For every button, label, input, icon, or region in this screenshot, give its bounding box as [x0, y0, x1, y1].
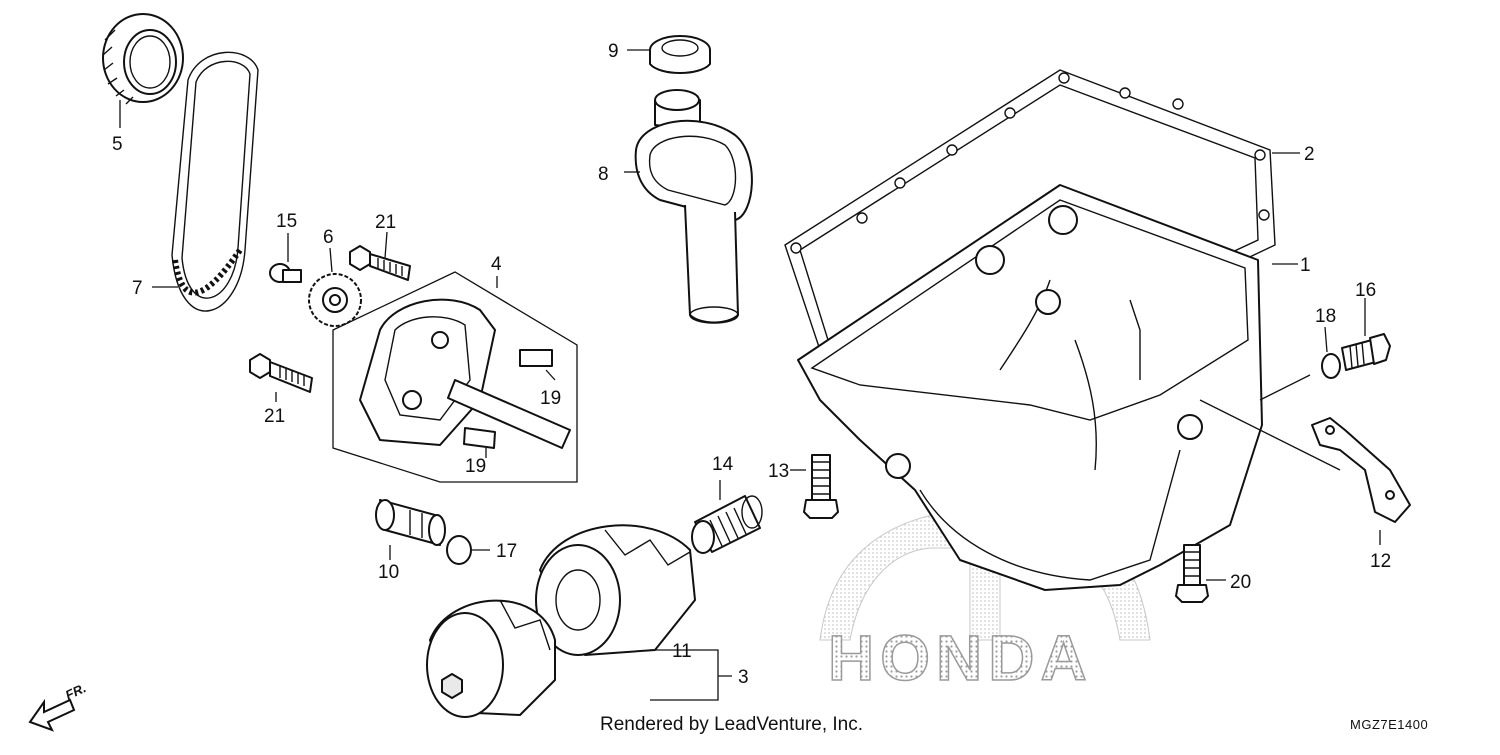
callout-9: 9: [608, 41, 619, 62]
part-12-bracket: [1311, 417, 1411, 523]
callouts: 1 2 3 4 5 6 7 8 9 10 11 12 13 14 15 16 1…: [112, 41, 1391, 688]
callout-8: 8: [598, 164, 609, 185]
part-21-bolt-upper: [349, 245, 411, 281]
part-6-gear: [308, 273, 362, 327]
part-13-bolt: [803, 454, 839, 519]
part-16-drain-bolt: [1341, 333, 1391, 371]
callout-11: 11: [672, 641, 692, 662]
part-1-oil-pan: [797, 184, 1263, 591]
part-21-bolt-lower: [249, 353, 313, 393]
callout-16: 16: [1355, 280, 1376, 301]
callout-4: 4: [491, 254, 502, 275]
callout-14: 14: [712, 454, 734, 475]
callout-21-lower: 21: [264, 406, 285, 427]
callout-7: 7: [132, 278, 143, 299]
part-7-chain: [171, 51, 259, 312]
part-10-relief-valve: [375, 499, 446, 546]
part-3-oil-filter: [426, 599, 556, 718]
diagram-code: MGZ7E1400: [1350, 717, 1428, 732]
callout-10: 10: [378, 562, 399, 583]
callout-18: 18: [1315, 306, 1336, 327]
part-5-sprocket: [102, 13, 184, 105]
part-9-seal: [649, 35, 711, 74]
callout-21-upper: 21: [375, 212, 396, 233]
part-8-strainer: [634, 89, 753, 324]
part-11-oil-filter-element: [535, 524, 696, 656]
callout-19-lower: 19: [465, 456, 486, 477]
callout-3: 3: [738, 667, 749, 688]
callout-5: 5: [112, 134, 123, 155]
honda-wordmark: HONDA: [828, 622, 1093, 694]
callout-1: 1: [1300, 255, 1311, 276]
rendered-by-credit: Rendered by LeadVenture, Inc.: [600, 714, 863, 735]
part-17-o-ring: [446, 535, 472, 565]
part-20-bolt: [1175, 544, 1209, 603]
callout-20: 20: [1230, 572, 1251, 593]
callout-15: 15: [276, 211, 297, 232]
callout-13: 13: [768, 461, 789, 482]
part-4-oil-pump: [332, 271, 578, 483]
leader-lines: [119, 49, 1381, 701]
callout-6: 6: [323, 227, 334, 248]
part-15-bolt: [269, 263, 302, 283]
callout-19-upper: 19: [540, 388, 561, 409]
part-18-washer: [1321, 353, 1341, 379]
front-direction-arrow: FR.: [28, 680, 88, 732]
callout-2: 2: [1304, 144, 1315, 165]
part-14-nipple: [691, 495, 763, 554]
callout-12: 12: [1370, 551, 1391, 572]
front-direction-label: FR.: [63, 680, 88, 702]
callout-17: 17: [496, 541, 517, 562]
